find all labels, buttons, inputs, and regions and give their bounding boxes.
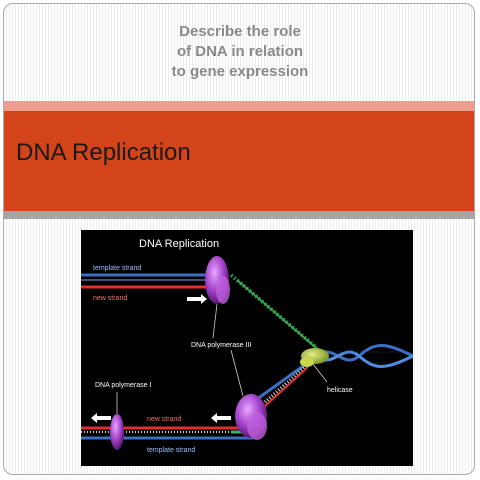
slide-title: DNA Replication [16,139,191,166]
parental-strand-top-arm-inner [236,279,322,353]
new-strand-bottom-label: new strand [147,416,181,423]
template-strand-bottom-label: template strand [147,447,195,454]
polymerase-iii-callout-top [212,303,218,339]
title-band-bottom-stripe [4,211,474,219]
lower-arm-rungs [259,360,313,408]
new-strand-top-label: new strand [93,295,127,302]
helicase-label: helicase [327,387,353,394]
polymerase-i-label: DNA polymerase I [95,382,151,389]
helicase-callout [312,363,328,383]
direction-arrow-right-top [187,294,207,304]
new-strand-lower-arm [262,367,308,409]
diagram-canvas: DNA Replication template strand new stra… [81,238,413,454]
polymerase-iii-label: DNA polymerase III [191,342,251,349]
slide: Describe the role of DNA in relation to … [3,3,475,475]
dna-polymerase-iii-bottom [235,394,267,440]
slide-subtitle: Describe the role of DNA in relation to … [171,23,309,80]
title-band-top-stripe [4,101,474,111]
title-band [4,111,474,211]
helicase-protein [300,348,329,367]
template-strand-top-label: template strand [93,265,141,272]
direction-arrow-left-1 [91,413,111,423]
helix-strand-b [316,350,413,368]
dna-polymerase-iii-top [205,256,230,304]
dna-polymerase-i [110,414,124,450]
diagram-title: DNA Replication [139,238,219,250]
polymerase-iii-callout-bottom [230,349,244,397]
dna-replication-diagram: DNA Replication template strand new stra… [81,230,413,466]
direction-arrow-left-2 [211,413,231,423]
